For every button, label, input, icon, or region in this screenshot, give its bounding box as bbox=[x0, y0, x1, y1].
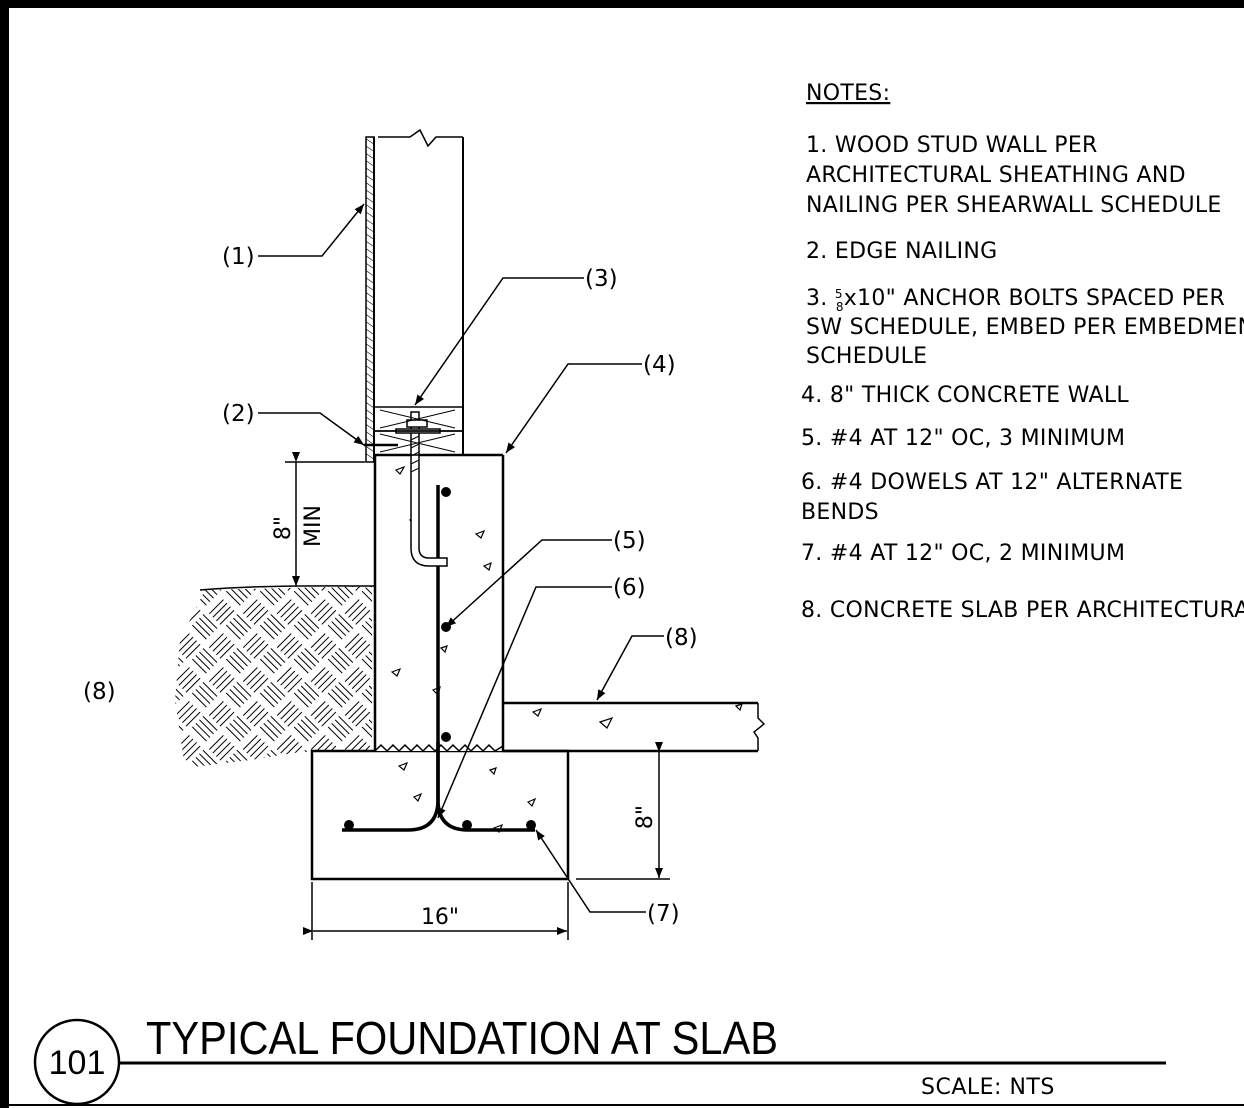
note-2: 2. EDGE NAILING bbox=[806, 239, 998, 264]
note-1-line-1: 1. WOOD STUD WALL PER bbox=[806, 133, 1098, 158]
dim-min-suffix: MIN bbox=[301, 505, 326, 547]
note-5: 5. #4 AT 12" OC, 3 MINIMUM bbox=[801, 426, 1125, 451]
title-block: 101 TYPICAL FOUNDATION AT SLAB SCALE: NT… bbox=[33, 1012, 1166, 1106]
note-3-line-2: SW SCHEDULE, EMBED PER EMBEDMENT bbox=[806, 315, 1244, 340]
detail-scale: SCALE: NTS bbox=[921, 1075, 1055, 1100]
note-6-line-2: BENDS bbox=[801, 500, 879, 525]
concrete-slab bbox=[503, 701, 766, 753]
detail-title: TYPICAL FOUNDATION AT SLAB bbox=[146, 1012, 778, 1064]
callout-4: (4) bbox=[643, 352, 676, 378]
note-4: 4. 8" THICK CONCRETE WALL bbox=[801, 383, 1129, 408]
notes: NOTES: 1. WOOD STUD WALL PER ARCHITECTUR… bbox=[801, 81, 1244, 623]
rebar bbox=[342, 485, 535, 832]
note-1-line-3: NAILING PER SHEARWALL SCHEDULE bbox=[806, 193, 1222, 218]
dimension-lines bbox=[285, 452, 670, 940]
note-1-line-2: ARCHITECTURAL SHEATHING AND bbox=[806, 163, 1186, 188]
note-6-line-1: 6. #4 DOWELS AT 12" ALTERNATE bbox=[801, 470, 1183, 495]
dim-footing-width: 16" bbox=[421, 905, 459, 930]
soil-hatch bbox=[175, 585, 375, 768]
callout-1: (1) bbox=[222, 244, 255, 270]
wood-stud-wall bbox=[364, 128, 464, 463]
dim-footing-depth: 8" bbox=[633, 805, 658, 829]
callout-5: (5) bbox=[613, 528, 646, 554]
dim-min-height: 8" bbox=[271, 516, 296, 540]
note-3-line-3: SCHEDULE bbox=[806, 344, 927, 369]
callout-6: (6) bbox=[613, 575, 646, 601]
detail-number: 101 bbox=[49, 1044, 106, 1082]
note-8: 8. CONCRETE SLAB PER ARCHITECTURAL bbox=[801, 598, 1244, 623]
callout-7: (7) bbox=[647, 901, 680, 927]
callout-8-slab: (8) bbox=[665, 625, 698, 651]
callout-8-soil: (8) bbox=[83, 679, 116, 705]
note-7: 7. #4 AT 12" OC, 2 MINIMUM bbox=[801, 541, 1125, 566]
callout-3: (3) bbox=[585, 266, 618, 292]
notes-heading: NOTES: bbox=[806, 81, 890, 106]
leaders bbox=[258, 203, 664, 913]
callout-2: (2) bbox=[222, 401, 255, 427]
